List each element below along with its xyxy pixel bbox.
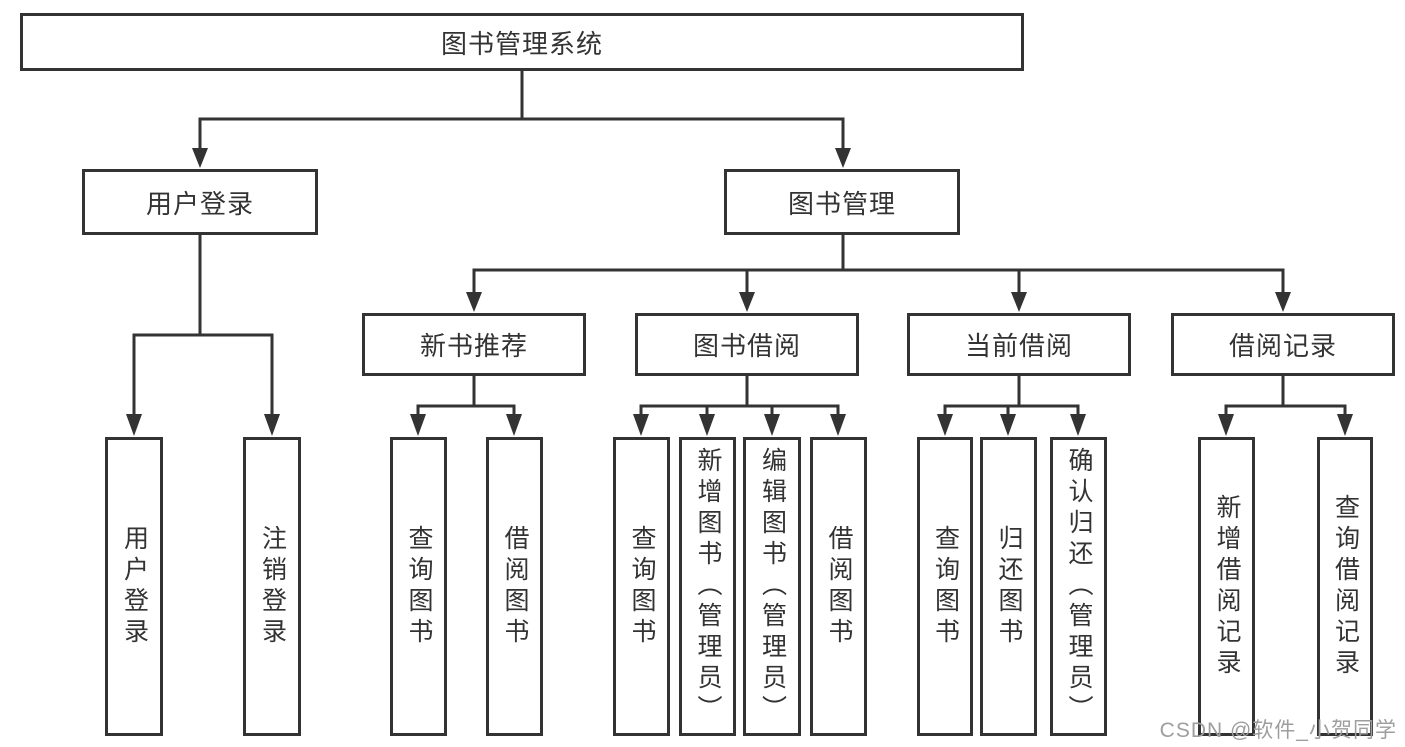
arrowhead-icons [126, 148, 1353, 436]
node-new-book-recommend: 新书推荐 [362, 313, 586, 376]
leaf-query-books-recommend: 查询图书 [390, 437, 447, 736]
node-user-login: 用户登录 [82, 169, 318, 235]
node-book-borrow: 图书借阅 [635, 313, 859, 376]
node-borrow-records: 借阅记录 [1171, 313, 1395, 376]
leaf-return-book: 归还图书 [980, 437, 1037, 736]
leaf-borrow-books-recommend: 借阅图书 [486, 437, 543, 736]
node-book-management-system: 图书管理系统 [20, 13, 1024, 71]
leaf-query-books-current: 查询图书 [917, 437, 973, 736]
csdn-watermark: CSDN @软件_小贺同学 [1159, 719, 1397, 742]
leaf-confirm-return-admin: 确认归还（管理员） [1050, 437, 1107, 736]
leaf-logout: 注销登录 [243, 437, 301, 736]
leaf-query-books-borrow: 查询图书 [613, 437, 670, 736]
leaf-add-book-admin: 新增图书（管理员） [679, 437, 736, 736]
connector-lines [132, 68, 1347, 420]
node-current-borrow: 当前借阅 [907, 313, 1131, 376]
leaf-edit-book-admin: 编辑图书（管理员） [743, 437, 801, 736]
leaf-user-login: 用户登录 [105, 437, 163, 736]
node-book-management: 图书管理 [724, 169, 960, 235]
leaf-query-borrow-record: 查询借阅记录 [1317, 437, 1373, 736]
leaf-borrow-books-borrow: 借阅图书 [810, 437, 867, 736]
leaf-add-borrow-record: 新增借阅记录 [1198, 437, 1255, 736]
